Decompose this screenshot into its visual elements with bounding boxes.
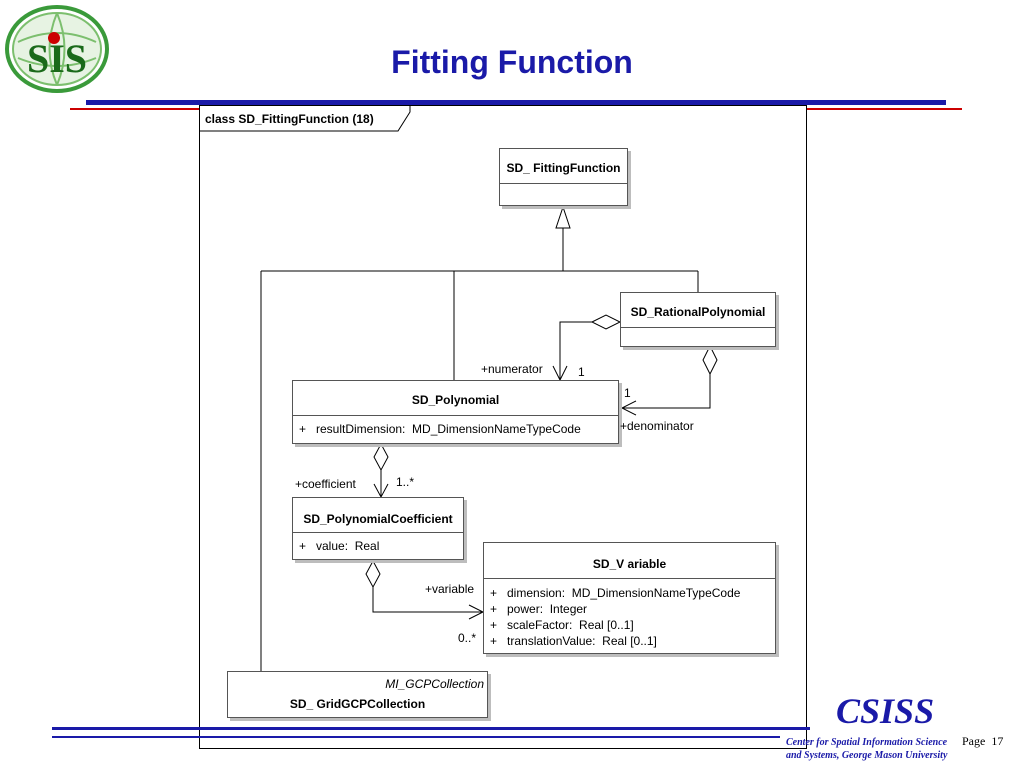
svg-text:SIS: SIS: [27, 36, 87, 81]
role-denominator: +denominator: [620, 419, 694, 433]
class-name: SD_ GridGCPCollection: [289, 697, 426, 711]
frame-label: class SD_FittingFunction (18): [205, 112, 374, 126]
csiss-logo-text: CSISS: [836, 691, 935, 731]
class-name: SD_Polynomial: [293, 381, 618, 416]
attribute: + resultDimension: MD_DimensionNameTypeC…: [299, 422, 581, 436]
class-name: SD_ FittingFunction: [500, 149, 627, 184]
class-sd-rational-polynomial[interactable]: SD_RationalPolynomial: [620, 292, 776, 347]
class-name: SD_RationalPolynomial: [621, 293, 775, 328]
class-sd-fitting-function[interactable]: SD_ FittingFunction: [499, 148, 628, 206]
csiss-subtitle-line1: Center for Spatial Information Science: [786, 737, 948, 748]
attribute: + value: Real: [299, 539, 380, 553]
page-number: Page 17: [962, 734, 1003, 749]
csiss-subtitle-line2: and Systems, George Mason University: [786, 750, 948, 761]
attribute: + dimension: MD_DimensionNameTypeCode: [490, 586, 741, 600]
attribute: + scaleFactor: Real [0..1]: [490, 618, 634, 632]
role-numerator: +numerator: [481, 362, 543, 376]
role-coefficient: +coefficient: [295, 477, 356, 491]
class-sd-grid-gcp-collection[interactable]: MI_GCPCollection SD_ GridGCPCollection: [227, 671, 488, 718]
footer-rule-blue: [52, 727, 810, 730]
mult-coefficient: 1..*: [396, 475, 415, 489]
role-variable: +variable: [425, 582, 475, 596]
mult-numerator: 1: [578, 365, 585, 379]
class-name: SD_V ariable: [484, 543, 775, 579]
class-sd-polynomial-coefficient[interactable]: SD_PolynomialCoefficient + value: Real: [292, 497, 464, 560]
class-name: SD_PolynomialCoefficient: [293, 498, 463, 533]
header-rule-blue: [86, 100, 946, 105]
mult-variable: 0..*: [458, 631, 477, 645]
attribute: + translationValue: Real [0..1]: [490, 634, 657, 648]
attribute: + power: Integer: [490, 602, 588, 616]
footer-rule-blue-thin: [52, 736, 780, 738]
mult-denominator: 1: [624, 386, 631, 400]
class-sd-polynomial[interactable]: SD_Polynomial + resultDimension: MD_Dime…: [292, 380, 619, 444]
class-stereotype: MI_GCPCollection: [385, 677, 484, 691]
page-number-value: 17: [991, 734, 1004, 748]
csiss-subtitle: Center for Spatial Information Science a…: [786, 736, 986, 762]
page-label: Page: [962, 734, 986, 748]
slide-title: Fitting Function: [391, 44, 633, 80]
class-sd-variable[interactable]: SD_V ariable + dimension: MD_DimensionNa…: [483, 542, 776, 654]
sis-logo: SIS: [4, 4, 110, 94]
